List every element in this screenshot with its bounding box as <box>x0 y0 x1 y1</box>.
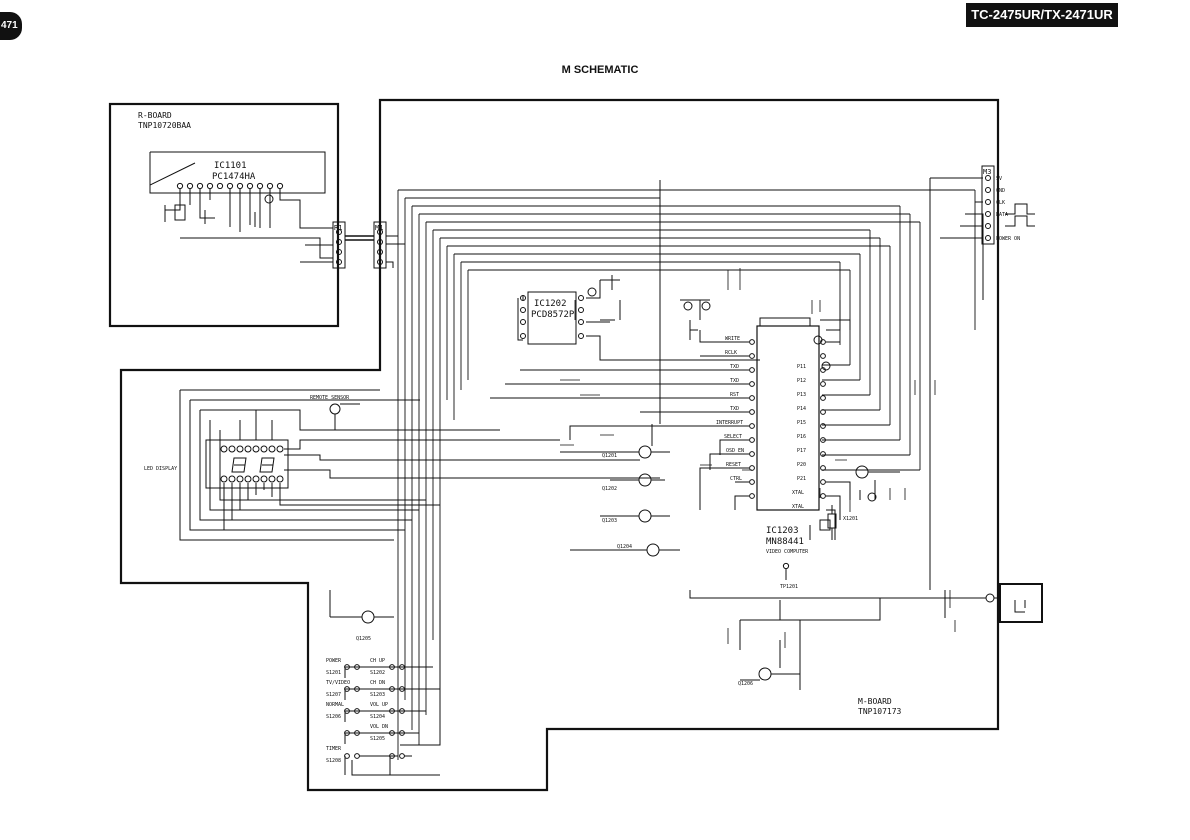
m3-pin-label: DATA <box>996 212 1008 218</box>
ic1203-left-pin-label: OSD EN <box>726 448 744 454</box>
led-display-outline <box>205 439 289 489</box>
m3-pin-label: POWER ON <box>996 236 1020 242</box>
ic1203-right-pin-label: XTAL <box>792 490 804 496</box>
led-display-label: LED DISPLAY <box>144 466 177 472</box>
ic1203-right-pin-label: P11 <box>797 364 806 370</box>
switch-name: S1202 <box>370 670 385 676</box>
connector-m3 <box>981 165 995 245</box>
ic1203-right-pin-label: P17 <box>797 448 806 454</box>
ic1203-left-pin-label: WRITE <box>725 336 740 342</box>
page-number-tab: 471 <box>0 12 22 40</box>
ic1101-pins <box>176 182 284 190</box>
r-board-name: R-BOARD <box>138 111 172 120</box>
switch-label: POWER <box>326 658 342 664</box>
ic1203-right-pin-label: P21 <box>797 476 806 482</box>
ic1203-left-pin-label: SELECT <box>724 434 742 440</box>
m-board-outline <box>119 98 1000 792</box>
switch-label: CH UP <box>370 658 385 664</box>
ic1203-ref: IC1203 <box>766 526 799 536</box>
model-number-badge: TC-2475UR/TX-2471UR <box>966 3 1118 27</box>
switch-label: CH DN <box>370 680 385 686</box>
connector-r1-label: R1 <box>334 224 342 232</box>
remote-sensor-label: REMOTE SENSOR <box>310 395 350 401</box>
ic1203-pins-right <box>820 339 826 499</box>
ic1203-left-pin-label: TXD <box>730 364 739 370</box>
ic1203-left-pin-label: RCLK <box>725 350 737 356</box>
transistor-label: Q1205 <box>356 636 371 642</box>
ic1101-outline <box>149 151 326 194</box>
ic1202-part: PCD8572P <box>531 310 575 320</box>
test-point-label: TP1201 <box>780 584 798 590</box>
ic1203-right-pin-label: P20 <box>797 462 806 468</box>
m3-pin-label: CLK <box>996 200 1005 206</box>
switch-label: TIMER <box>326 746 342 752</box>
connector-m1 <box>373 221 387 269</box>
connector-m1-label: M1 <box>375 224 383 232</box>
switch-name: S1207 <box>326 692 341 698</box>
m3-pin-label: GND <box>996 188 1005 194</box>
ic1203-right-pin-label: P16 <box>797 434 806 440</box>
switch-name: S1201 <box>326 670 341 676</box>
transistor-label: Q1202 <box>602 486 617 492</box>
ic1203-right-pin-label: P14 <box>797 406 806 412</box>
ic1203-left-pin-label: RST <box>730 392 739 398</box>
ic1203-desc: VIDEO COMPUTER <box>766 549 809 555</box>
transistor-label: Q1203 <box>602 518 617 524</box>
ic1203-right-pin-label: P12 <box>797 378 806 384</box>
transistor-label: Q1204 <box>617 544 632 550</box>
switch-name: S1205 <box>370 736 385 742</box>
ic1202-outline <box>527 291 577 345</box>
m-board-part: TNP107173 <box>858 707 902 716</box>
r-board-part: TNP10720BAA <box>138 121 191 130</box>
ic1203-pins-left <box>749 339 755 499</box>
schematic-title: M SCHEMATIC <box>561 64 639 76</box>
switch-name: S1203 <box>370 692 385 698</box>
ic1203-left-pin-label: CTRL <box>730 476 742 482</box>
ic1203-right-pin-label: XTAL <box>792 504 804 510</box>
transistor-label: Q1206 <box>738 681 753 687</box>
switch-name: S1208 <box>326 758 341 764</box>
connector-r1 <box>332 221 346 269</box>
ic1202-ref: IC1202 <box>534 299 567 309</box>
switch-label: VOL DN <box>370 724 388 730</box>
ic1203-left-pin-label: TXD <box>730 406 739 412</box>
switch-label: VOL UP <box>370 702 388 708</box>
switch-label: TV/VIDEO <box>326 680 350 686</box>
switch-name: S1206 <box>326 714 341 720</box>
output-box <box>999 583 1043 623</box>
r-board-outline <box>108 102 340 328</box>
ic1203-left-pin-label: RESET <box>726 462 741 468</box>
transistor-label: Q1201 <box>602 453 617 459</box>
ic1203-outline <box>756 325 820 511</box>
ic1203-left-pin-label: INTERRUPT <box>716 420 743 426</box>
switch-label: NORMAL <box>326 702 344 708</box>
connector-m3-label: M3 <box>983 168 991 176</box>
bus-lines <box>386 189 975 760</box>
ic1203-right-pin-label: P15 <box>797 420 806 426</box>
transistors <box>361 445 869 681</box>
ic1203-right-pin-label: P13 <box>797 392 806 398</box>
crystal-label: X1201 <box>843 516 858 522</box>
switch-array <box>344 600 441 776</box>
ic1101-part: PC1474HA <box>212 172 256 182</box>
ic1101-ref: IC1101 <box>214 161 247 171</box>
m3-pin-label: 5V <box>996 176 1002 182</box>
m-board-name: M-BOARD <box>858 697 892 706</box>
switch-name: S1204 <box>370 714 385 720</box>
ic1203-left-pin-label: TXD <box>730 378 739 384</box>
ic1203-part: MN88441 <box>766 537 804 547</box>
